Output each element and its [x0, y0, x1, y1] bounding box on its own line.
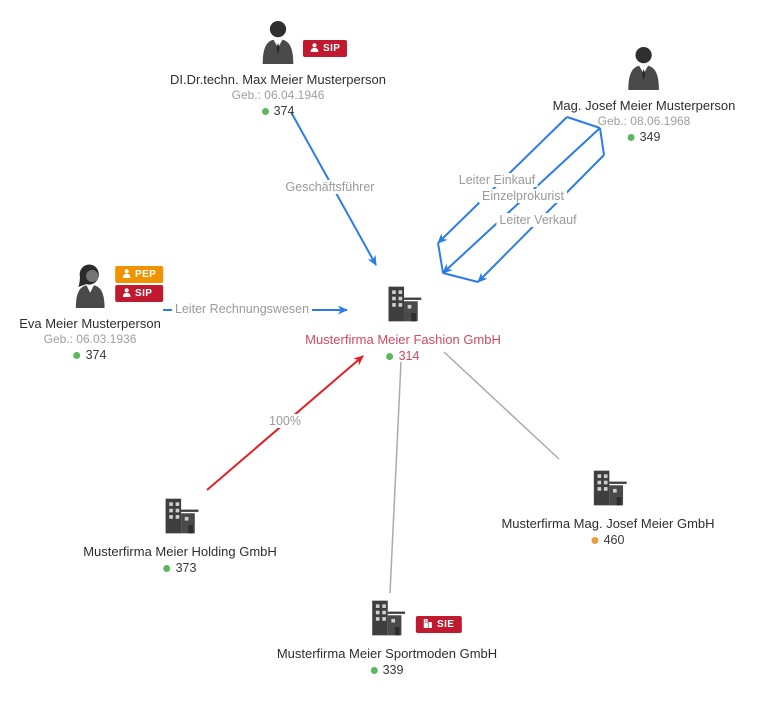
- edge-fashion-sportmoden: [389, 361, 402, 594]
- sip-badge-label: SIP: [323, 43, 341, 54]
- status-dot-green: [163, 564, 171, 572]
- edge-label-leiter-rechnungswesen: Leiter Rechnungswesen: [171, 302, 313, 316]
- node-hit-count: 460: [591, 533, 624, 547]
- sie-badge: SIE: [416, 616, 462, 633]
- person-badge-icon: [122, 287, 131, 300]
- node-name: Eva Meier Musterperson: [19, 316, 161, 331]
- status-dot-green: [73, 351, 81, 359]
- node-name: Musterfirma Meier Sportmoden GmbH: [276, 646, 498, 661]
- sie-badge-label: SIE: [437, 619, 455, 630]
- node-company-fashion[interactable]: Musterfirma Meier Fashion GmbH 314: [305, 284, 501, 363]
- building-icon: [587, 470, 629, 512]
- building-badge-icon: [423, 618, 433, 631]
- edge-label-leiter-verkauf: Leiter Verkauf: [496, 213, 580, 227]
- node-birthdate: Geb.: 08.06.1968: [597, 114, 691, 128]
- node-name: Musterfirma Mag. Josef Meier GmbH: [501, 516, 715, 531]
- status-dot-green: [386, 352, 394, 360]
- sip-badge-label: SIP: [135, 288, 153, 299]
- node-birthdate: Geb.: 06.03.1936: [43, 332, 137, 346]
- node-hit-count: 374: [261, 104, 294, 118]
- status-dot-green: [261, 107, 269, 115]
- edge-bundle-connector-left: [437, 242, 444, 274]
- node-hit-count: 349: [627, 130, 660, 144]
- building-icon: [382, 286, 424, 328]
- edge-label-einzelprokurist: Einzelprokurist: [479, 189, 567, 203]
- person-icon: [259, 20, 297, 68]
- edge-label-ownership-percent: 100%: [266, 414, 304, 428]
- node-person-josef-meier[interactable]: Mag. Josef Meier Musterperson Geb.: 08.0…: [552, 46, 736, 144]
- sip-badge: SIP: [303, 40, 348, 57]
- person-badge-icon: [310, 42, 319, 55]
- node-company-sportmoden[interactable]: SIE Musterfirma Meier Sportmoden GmbH 33…: [277, 598, 497, 677]
- status-dot-green: [370, 666, 378, 674]
- person-female-icon: [71, 264, 109, 312]
- node-name: Mag. Josef Meier Musterperson: [552, 98, 736, 113]
- status-dot-orange: [591, 536, 599, 544]
- node-hit-count: 314: [386, 349, 419, 363]
- edge-bundle-connector-top: [566, 116, 601, 129]
- building-icon: [159, 498, 201, 540]
- pep-badge-label: PEP: [135, 269, 157, 280]
- node-person-eva-meier[interactable]: PEP SIP Eva Meier Musterperson Geb.: 06.…: [19, 264, 164, 362]
- edge-bundle-connector-right: [599, 127, 605, 156]
- status-dot-green: [627, 133, 635, 141]
- person-icon: [625, 46, 663, 94]
- node-person-max-meier[interactable]: SIP DI.Dr.techn. Max Meier Musterperson …: [170, 20, 386, 118]
- edge-label-geschaeftsfuehrer: Geschäftsführer: [282, 180, 378, 194]
- node-birthdate: Geb.: 06.04.1946: [231, 88, 325, 102]
- sip-badge: SIP: [115, 285, 164, 302]
- node-name: Musterfirma Meier Holding GmbH: [83, 544, 277, 559]
- edge-label-leiter-einkauf: Leiter Einkauf: [455, 173, 539, 187]
- node-name: Musterfirma Meier Fashion GmbH: [305, 332, 501, 347]
- edge-fashion-josefgmbh: [443, 351, 560, 460]
- person-badge-icon: [122, 268, 131, 281]
- node-company-holding[interactable]: Musterfirma Meier Holding GmbH 373: [83, 496, 277, 575]
- node-name: DI.Dr.techn. Max Meier Musterperson: [169, 72, 387, 87]
- node-hit-count: 374: [73, 348, 106, 362]
- edge-bundle-connector-bottom: [442, 272, 479, 283]
- node-hit-count: 339: [370, 663, 403, 677]
- node-hit-count: 373: [163, 561, 196, 575]
- building-icon: [366, 600, 408, 642]
- node-company-josef-meier-gmbh[interactable]: Musterfirma Mag. Josef Meier GmbH 460: [501, 468, 715, 547]
- pep-badge: PEP: [115, 266, 164, 283]
